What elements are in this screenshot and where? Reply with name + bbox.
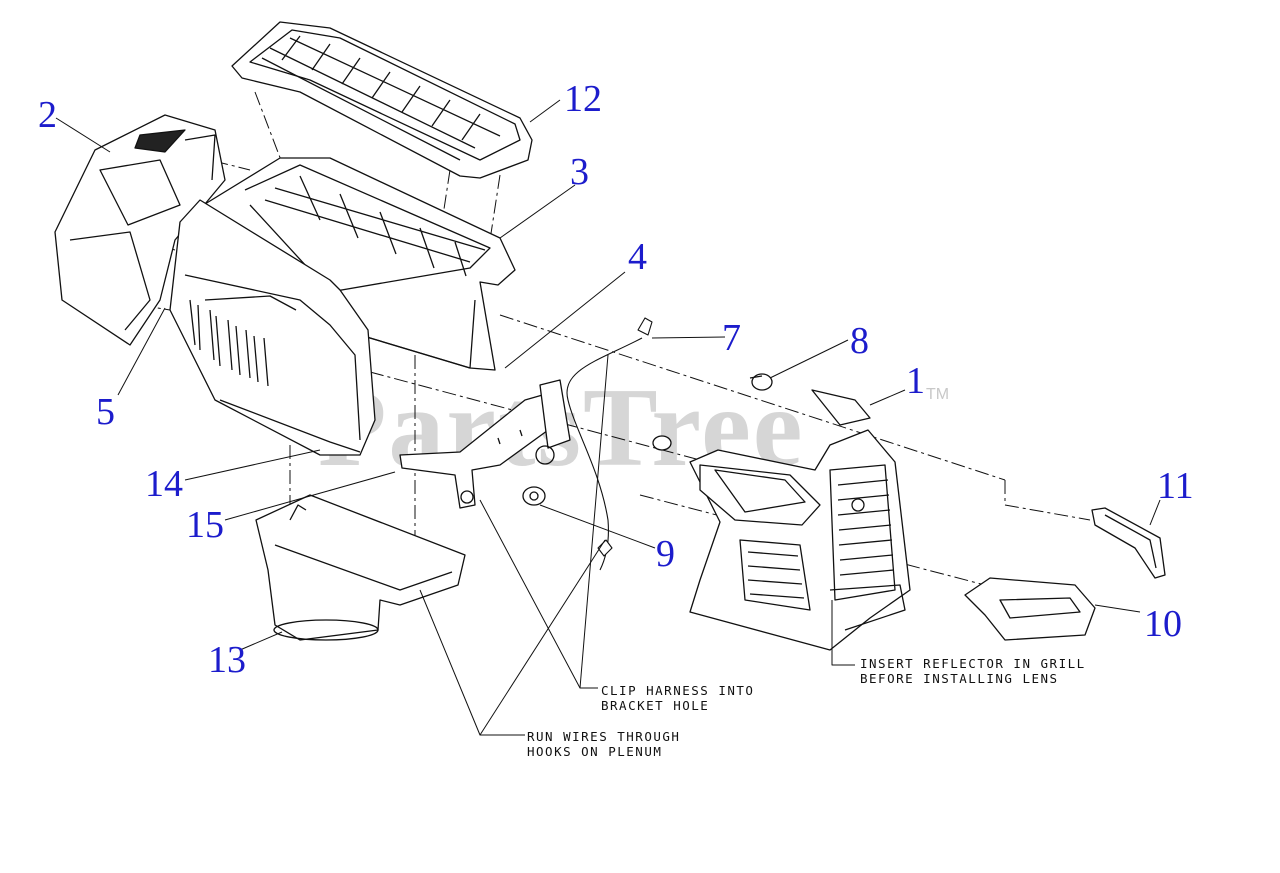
note-clip-harness: CLIP HARNESS INTO BRACKET HOLE bbox=[601, 683, 754, 713]
callout-11[interactable]: 11 bbox=[1157, 465, 1194, 507]
part-10-lens bbox=[964, 577, 1096, 641]
callout-9[interactable]: 9 bbox=[656, 533, 675, 575]
callout-10[interactable]: 10 bbox=[1144, 603, 1182, 645]
callout-2[interactable]: 2 bbox=[38, 94, 57, 136]
part-11-reflector bbox=[1091, 507, 1166, 579]
note-wires-line1: RUN WIRES THROUGH bbox=[527, 729, 681, 744]
part-8-bulbs bbox=[522, 373, 773, 506]
callout-15[interactable]: 15 bbox=[186, 504, 224, 546]
note-reflector-line2: BEFORE INSTALLING LENS bbox=[860, 671, 1059, 686]
callout-13[interactable]: 13 bbox=[208, 639, 246, 681]
callout-leaders bbox=[55, 99, 1161, 736]
note-reflector-line1: INSERT REFLECTOR IN GRILL bbox=[860, 656, 1086, 671]
part-4-bracket bbox=[399, 379, 571, 509]
callout-5[interactable]: 5 bbox=[96, 391, 115, 433]
note-run-wires: RUN WIRES THROUGH HOOKS ON PLENUM bbox=[527, 729, 680, 759]
part-2-side-panel bbox=[54, 114, 226, 346]
callout-14[interactable]: 14 bbox=[145, 463, 183, 505]
trademark-mark: TM bbox=[926, 386, 950, 403]
part-7-9-harness bbox=[566, 317, 653, 571]
callout-7[interactable]: 7 bbox=[722, 317, 741, 359]
callout-4[interactable]: 4 bbox=[628, 236, 647, 278]
callout-1[interactable]: 1 bbox=[906, 360, 925, 402]
note-wires-line2: HOOKS ON PLENUM bbox=[527, 744, 663, 759]
callout-8[interactable]: 8 bbox=[850, 320, 869, 362]
part-14-hood-body bbox=[169, 199, 376, 456]
note-insert-reflector: INSERT REFLECTOR IN GRILL BEFORE INSTALL… bbox=[860, 656, 1086, 686]
callout-3[interactable]: 3 bbox=[570, 151, 589, 193]
callout-12[interactable]: 12 bbox=[564, 78, 602, 120]
part-1-grill bbox=[689, 389, 911, 651]
part-13-plenum bbox=[255, 494, 466, 641]
note-clip-line1: CLIP HARNESS INTO bbox=[601, 683, 755, 698]
part-12-vent-cover bbox=[231, 21, 533, 179]
note-clip-line2: BRACKET HOLE bbox=[601, 698, 710, 713]
